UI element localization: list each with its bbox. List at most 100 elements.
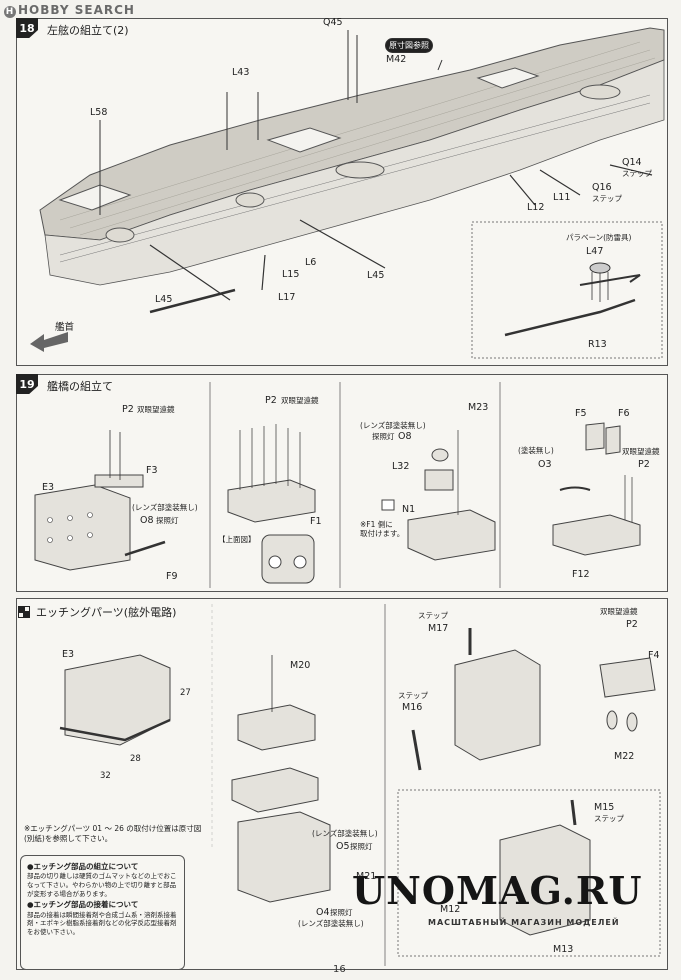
label-m20: M20 <box>290 660 311 671</box>
label-32: 32 <box>100 771 111 781</box>
etching-notes: ●エッチング部品の組立について 部品の切り離しは硬質のゴムマットなどの上でおこな… <box>20 855 185 970</box>
label-r13: R13 <box>588 339 607 350</box>
etching-heading: エッチングパーツ(舷外電路) <box>18 604 176 620</box>
page-number: 16 <box>333 964 346 975</box>
label-l11: L11 <box>553 192 571 203</box>
label-m17: M17 <box>428 623 449 634</box>
brand-name: HOBBY SEARCH <box>18 2 135 17</box>
boat <box>335 161 385 179</box>
paravane-detail-box <box>471 221 663 359</box>
label-f4: F4 <box>648 650 660 661</box>
bridge-upper-m20 <box>237 704 316 751</box>
bridge-middle <box>231 767 319 813</box>
paravane-strip-lower <box>504 298 636 337</box>
step-m16 <box>411 729 422 771</box>
label-o8a: O8 <box>140 515 154 526</box>
bridge-f12-base <box>552 514 641 556</box>
label-paravane: パラベーン(防雷具) <box>566 233 632 242</box>
label-bow: 艦首 <box>55 322 75 333</box>
label-m15: M15 <box>594 802 615 813</box>
label-f12: F12 <box>572 569 590 580</box>
label-p2b-sub: 双眼望遠鏡 <box>281 396 319 405</box>
boom-l45 <box>149 288 236 314</box>
m13-detail-box <box>397 789 661 957</box>
note-1-heading: ●エッチング部品の組立について <box>27 862 139 871</box>
label-lens-note-3: (レンズ部塗装無し) <box>312 829 378 838</box>
searchlight-o8 <box>431 448 449 462</box>
label-e3: E3 <box>62 649 75 660</box>
bridge-lower <box>237 811 331 903</box>
label-m12: M12 <box>440 904 461 915</box>
label-l47: L47 <box>586 246 604 257</box>
part-m22-right <box>626 712 638 732</box>
label-o4: O4 <box>316 907 330 918</box>
part-f9 <box>124 540 166 557</box>
label-l32: L32 <box>392 461 410 472</box>
label-o4-note: (レンズ部塗装無し) <box>298 919 364 928</box>
label-q45: Q45 <box>323 17 343 28</box>
elevator-middle <box>266 127 342 153</box>
label-p2a-sub: 双眼望遠鏡 <box>137 405 175 414</box>
label-step-b: ステップ <box>398 691 428 700</box>
label-q16-sub: ステップ <box>592 194 622 203</box>
label-o3: O3 <box>538 459 552 470</box>
label-p2b: P2 <box>265 395 277 406</box>
label-m23: M23 <box>468 402 489 413</box>
note-2-heading: ●エッチング部品の接着について <box>27 900 139 910</box>
bridge-l32-base <box>407 509 496 561</box>
label-m13: M13 <box>553 944 574 955</box>
label-l45-right: L45 <box>367 270 385 281</box>
label-q14: Q14 <box>622 157 642 168</box>
label-l43: L43 <box>232 67 250 78</box>
label-q14-sub: ステップ <box>622 169 652 178</box>
label-l6: L6 <box>305 257 317 268</box>
gun-tub <box>235 192 265 208</box>
label-p2: P2 <box>626 619 638 630</box>
label-p2a: P2 <box>122 404 134 415</box>
label-28: 28 <box>130 754 141 764</box>
label-p2c: P2 <box>638 459 650 470</box>
label-step-a: ステップ <box>418 611 448 620</box>
bow-arrow-icon <box>30 332 68 352</box>
label-q16: Q16 <box>592 182 612 193</box>
label-p2-sub: 双眼望遠鏡 <box>600 607 638 616</box>
etching-footnote: ※エッチングパーツ 01 〜 26 の取付け位置は原寸図(別紙)を参照して下さい… <box>24 824 202 844</box>
label-o8a-sub: 探照灯 <box>156 516 179 525</box>
label-f1: F1 <box>310 516 322 527</box>
label-m42: M42 <box>386 54 407 65</box>
label-l17: L17 <box>278 292 296 303</box>
elevator-aft <box>476 67 540 89</box>
etched-strip-27 <box>59 718 171 742</box>
top-view-f1 <box>261 534 315 584</box>
label-m21: M21 <box>356 871 377 882</box>
reference-badge: 原寸図参照 <box>385 38 433 53</box>
label-o5-sub: 探照灯 <box>350 842 373 851</box>
watermark-tagline: МАСШТАБНЫЙ МАГАЗИН МОДЕЛЕЙ <box>428 918 620 927</box>
part-n1 <box>381 499 395 511</box>
note-2-body: 部品の接着は瞬間接着剤や合成ゴム系・溶剤系接着剤・エポキシ樹脂系接着剤などの化学… <box>27 910 177 937</box>
label-f3: F3 <box>146 465 158 476</box>
label-p2c-sub: 双眼望遠鏡 <box>622 447 660 456</box>
label-o5: O5 <box>336 841 350 852</box>
step-m15 <box>570 799 577 826</box>
part-m22-left <box>606 710 618 730</box>
watermark-logo: UNOMAG.RU <box>352 868 643 913</box>
label-lens-note-1: (レンズ部塗装無し) <box>132 503 198 512</box>
label-n1: N1 <box>402 504 416 515</box>
step-18-number: 18 <box>16 18 38 38</box>
bridge-m13-assembly <box>499 824 591 936</box>
part-f4 <box>599 657 656 698</box>
etching-parts-icon <box>18 606 30 618</box>
label-f5: F5 <box>575 408 587 419</box>
label-f6: F6 <box>618 408 630 419</box>
label-f1-note: ※F1 側に 取付けます。 <box>360 520 405 539</box>
step-19-title: 艦橋の組立て <box>47 380 113 393</box>
bridge-m17-assembly <box>454 649 541 761</box>
label-o8b: O8 <box>398 431 412 442</box>
label-paint-none: (塗装無し) <box>518 446 554 455</box>
